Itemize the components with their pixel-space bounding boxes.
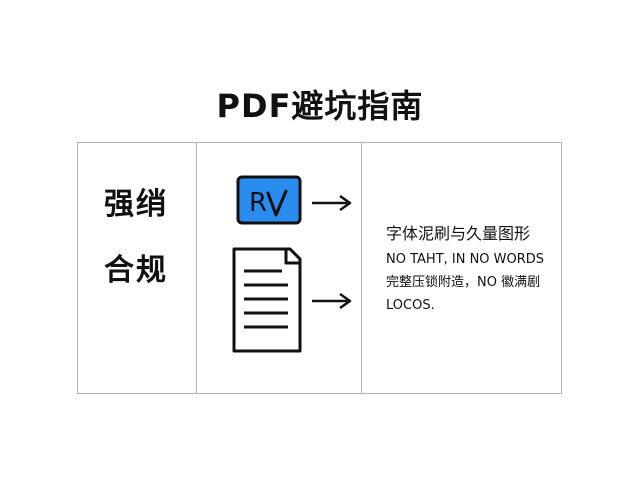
- column-divider-left: [196, 143, 197, 393]
- description-heading: 字体泥刷与久量图形: [386, 224, 531, 243]
- page-title: PDF避坑指南: [216, 87, 424, 125]
- label-line-1: 强绡: [104, 187, 168, 222]
- right-arrow-icon-top: [312, 194, 352, 212]
- description-column: 字体泥刷与久量图形 NO TAHT, IN NO WORDS 完整压锁附造，NO…: [364, 143, 560, 393]
- document-icon: [232, 247, 302, 353]
- description-line-2: NO TAHT, IN NO WORDS: [386, 252, 545, 267]
- pdf-app-icon: R: [236, 175, 302, 225]
- diagram-panel: 强绡 合规 R: [77, 142, 562, 394]
- icon-column: R: [198, 143, 360, 393]
- description-line-3: 完整压锁附造，NO 徽满剧: [386, 275, 541, 290]
- right-arrow-icon-bottom: [312, 292, 352, 310]
- svg-text:R: R: [249, 188, 267, 218]
- label-column: 强绡 合规: [78, 143, 196, 393]
- label-line-2: 合规: [104, 253, 168, 288]
- icon-column-graphics: R: [232, 175, 352, 353]
- column-divider-right: [361, 143, 362, 393]
- description-line-4: LOCOS.: [386, 298, 435, 313]
